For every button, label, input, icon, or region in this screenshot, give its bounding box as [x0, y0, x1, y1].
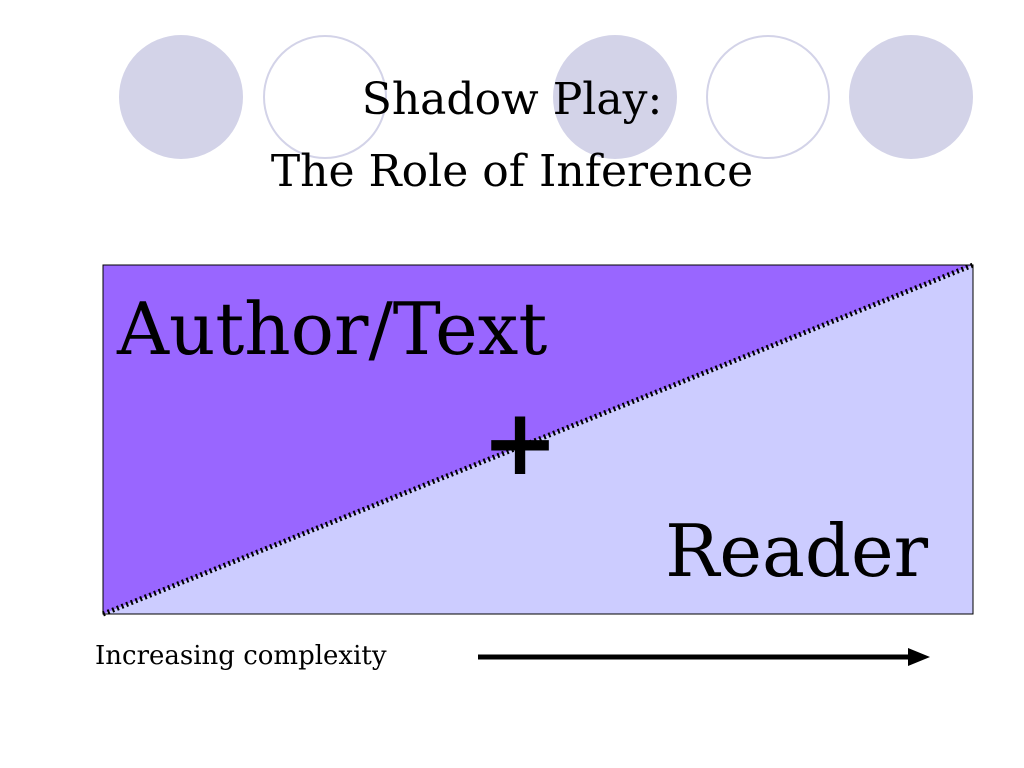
decor-circle-5: [849, 35, 973, 159]
decor-circle-4: [706, 35, 830, 159]
reader-region: [103, 265, 973, 614]
decor-circle-2: [263, 35, 387, 159]
divider-dotted-line: [102, 262, 974, 617]
slide-title: Shadow Play: The Role of Inference: [112, 64, 912, 208]
plus-sign: +: [481, 388, 558, 496]
arrow-right-icon: [908, 648, 930, 666]
increasing-complexity-label: Increasing complexity: [95, 641, 387, 671]
decor-circle-1: [119, 35, 243, 159]
title-line-2: The Role of Inference: [270, 146, 754, 197]
author-text-label: Author/Text: [116, 287, 547, 371]
decor-circle-3: [553, 35, 677, 159]
title-line-1: Shadow Play:: [361, 74, 663, 125]
diagram-border: [102, 264, 974, 615]
reader-label: Reader: [665, 509, 928, 593]
